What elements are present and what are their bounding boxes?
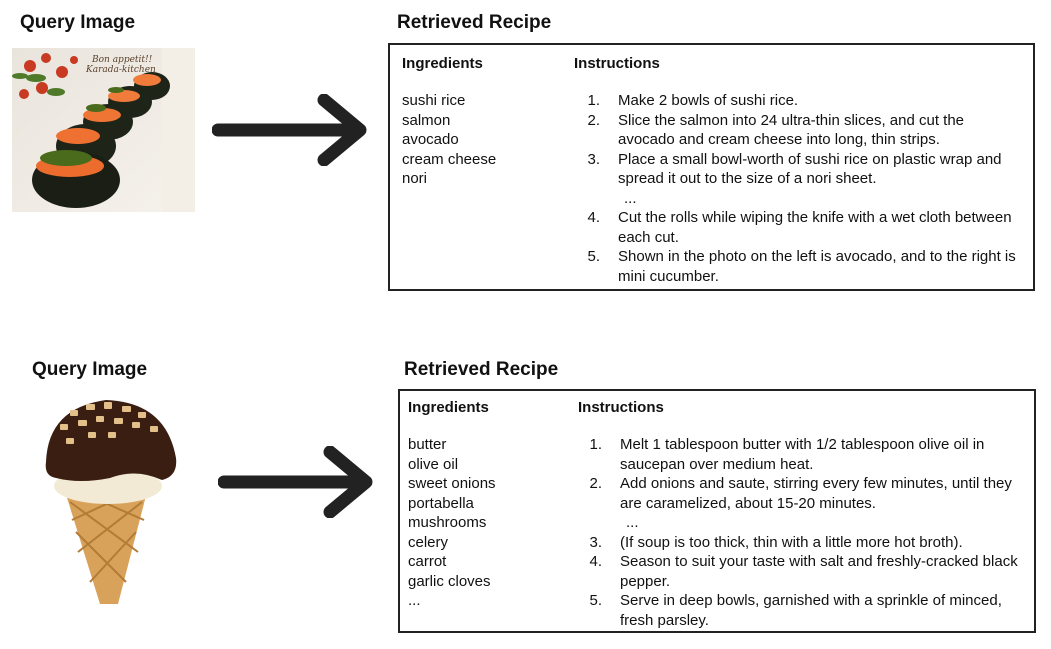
ingredient-item: salmon xyxy=(402,111,451,129)
instruction-step: 4.Season to suit your taste with salt an… xyxy=(589,553,1018,590)
instruction-step: 3.(If soup is too thick, thin with a lit… xyxy=(589,533,963,551)
recipe-box: Ingredients Instructions butter olive oi… xyxy=(398,389,1036,633)
query-title: Query Image xyxy=(20,12,136,33)
watermark-text: Bon appetit!! xyxy=(91,55,153,65)
ingredient-item: olive oil xyxy=(408,455,459,473)
recipe-title: Retrieved Recipe xyxy=(397,12,552,33)
instructions-list: 1.Make 2 bowls of sushi rice. 2.Slice th… xyxy=(576,91,1016,286)
ingredients-list: butter olive oil sweet onions portabella… xyxy=(408,435,496,611)
ingredient-item: avocado xyxy=(402,131,459,148)
ingredient-item: sushi rice xyxy=(402,92,466,109)
instruction-step: 2.Add onions and saute, stirring every f… xyxy=(589,475,1012,512)
ingredient-item: ... xyxy=(408,592,421,609)
instruction-step: 2.Slice the salmon into 24 ultra-thin sl… xyxy=(587,111,965,149)
recipe-title: Retrieved Recipe xyxy=(404,359,559,380)
ingredient-item: celery xyxy=(408,533,449,551)
query-title: Query Image xyxy=(32,359,148,380)
ingredient-item: carrot xyxy=(408,553,447,570)
svg-text:Karada-kitchen: Karada-kitchen xyxy=(85,65,156,75)
ingredients-header: Ingredients xyxy=(402,55,483,72)
instruction-step: 5.Serve in deep bowls, garnished with a … xyxy=(589,592,1002,629)
ingredient-item: mushrooms xyxy=(408,514,487,531)
instructions-header: Instructions xyxy=(578,399,664,416)
instruction-step: 1.Melt 1 tablespoon butter with 1/2 tabl… xyxy=(589,436,985,473)
ingredient-item: sweet onions xyxy=(408,475,496,492)
query-image-ice-cream xyxy=(26,392,186,608)
ingredient-item: portabella xyxy=(408,494,474,512)
ingredient-item: butter xyxy=(408,436,447,453)
ingredient-item: cream cheese xyxy=(402,150,497,168)
instructions-list: 1.Melt 1 tablespoon butter with 1/2 tabl… xyxy=(578,435,1024,630)
arrow-right-icon xyxy=(212,94,367,166)
instruction-step: 5.Shown in the photo on the left is avoc… xyxy=(587,248,1016,285)
arrow-right-icon xyxy=(218,446,373,518)
query-image-sushi: Bon appetit!! Karada-kitchen xyxy=(12,48,195,212)
ingredient-item: garlic cloves xyxy=(408,572,491,590)
instruction-step: 3.Place a small bowl-worth of sushi rice… xyxy=(587,150,1002,188)
instruction-ellipsis: ... xyxy=(626,514,639,531)
instruction-step: 1.Make 2 bowls of sushi rice. xyxy=(587,92,799,109)
instruction-step: 4.Cut the rolls while wiping the knife w… xyxy=(587,209,1012,246)
ingredient-item: nori xyxy=(402,170,428,187)
ingredients-header: Ingredients xyxy=(408,399,489,416)
instruction-ellipsis: ... xyxy=(624,189,637,207)
recipe-box: Ingredients Instructions sushi rice salm… xyxy=(388,43,1035,291)
instructions-header: Instructions xyxy=(574,55,660,72)
ingredients-list: sushi rice salmon avocado cream cheese n… xyxy=(402,91,496,189)
